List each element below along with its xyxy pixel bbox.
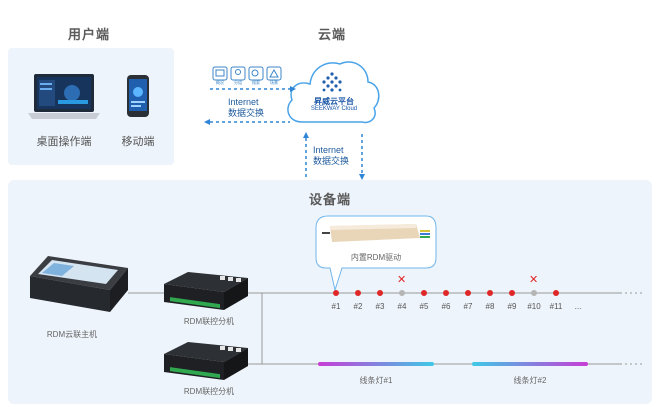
node-dot bbox=[443, 290, 449, 296]
node-label: #10 bbox=[527, 302, 541, 311]
node-label: ... bbox=[574, 302, 582, 311]
mobile-label: 移动端 bbox=[121, 136, 155, 148]
desktop-label: 桌面操作端 bbox=[36, 136, 92, 148]
node-dot bbox=[553, 290, 559, 296]
node-dot bbox=[509, 290, 515, 296]
strip-label-1: 线条灯#1 bbox=[359, 376, 393, 385]
rdm-driver-icon bbox=[322, 224, 430, 242]
laptop-icon bbox=[28, 74, 100, 119]
cloud-device-link bbox=[303, 132, 365, 180]
icon-label: 场景 bbox=[270, 80, 278, 85]
cloud-name-en: SEEKWAY Cloud bbox=[310, 106, 358, 112]
icon-label: 概况 bbox=[216, 80, 224, 85]
node-label: #11 bbox=[549, 302, 563, 311]
user-side-title: 用户端 bbox=[68, 27, 111, 42]
node-dot bbox=[399, 290, 405, 296]
splitter-top-label: RDM联控分机 bbox=[183, 317, 235, 326]
link-down-line2: 数据交换 bbox=[313, 156, 350, 166]
splitter-bottom-icon bbox=[164, 342, 248, 380]
node-label: #4 bbox=[397, 302, 407, 311]
node-label: #9 bbox=[507, 302, 517, 311]
node-dot bbox=[487, 290, 493, 296]
node-dot bbox=[531, 290, 537, 296]
icon-label: 搜索 bbox=[252, 80, 260, 85]
node-label: #1 bbox=[331, 302, 341, 311]
link-left-line2: 数据交换 bbox=[228, 108, 265, 118]
cloud-function-icons bbox=[212, 66, 282, 81]
node-dot bbox=[421, 290, 427, 296]
node-label: #2 bbox=[353, 302, 363, 311]
node-label: #5 bbox=[419, 302, 429, 311]
rdm-host-icon bbox=[30, 256, 128, 312]
splitter-top-icon bbox=[164, 272, 248, 310]
icon-label: 分组 bbox=[234, 80, 242, 85]
node-fail-icon: ✕ bbox=[397, 274, 407, 286]
strip-label-2: 线条灯#2 bbox=[513, 376, 547, 385]
strip-light-1 bbox=[318, 362, 434, 366]
strip-light-2 bbox=[472, 362, 588, 366]
device-side-title: 设备端 bbox=[309, 192, 352, 207]
phone-icon bbox=[127, 75, 149, 117]
node-label: #8 bbox=[485, 302, 495, 311]
node-dot bbox=[377, 290, 383, 296]
node-dot bbox=[333, 290, 339, 296]
splitter-bottom-label: RDM联控分机 bbox=[183, 387, 235, 396]
cloud-name: 昇威云平台 bbox=[314, 97, 354, 106]
cloud-platform-icon bbox=[287, 61, 380, 124]
link-left-line1: Internet bbox=[228, 97, 259, 107]
node-label: #3 bbox=[375, 302, 385, 311]
rdm-host-label: RDM云联主机 bbox=[46, 330, 98, 339]
user-cloud-link bbox=[204, 86, 296, 125]
cloud-side-title: 云端 bbox=[318, 27, 347, 42]
node-fail-icon: ✕ bbox=[529, 274, 539, 286]
link-down-line1: Internet bbox=[313, 145, 344, 155]
node-label: #7 bbox=[463, 302, 473, 311]
node-dot bbox=[465, 290, 471, 296]
rdm-driver-label: 内置RDM驱动 bbox=[350, 253, 402, 262]
node-dot bbox=[355, 290, 361, 296]
node-label: #6 bbox=[441, 302, 451, 311]
